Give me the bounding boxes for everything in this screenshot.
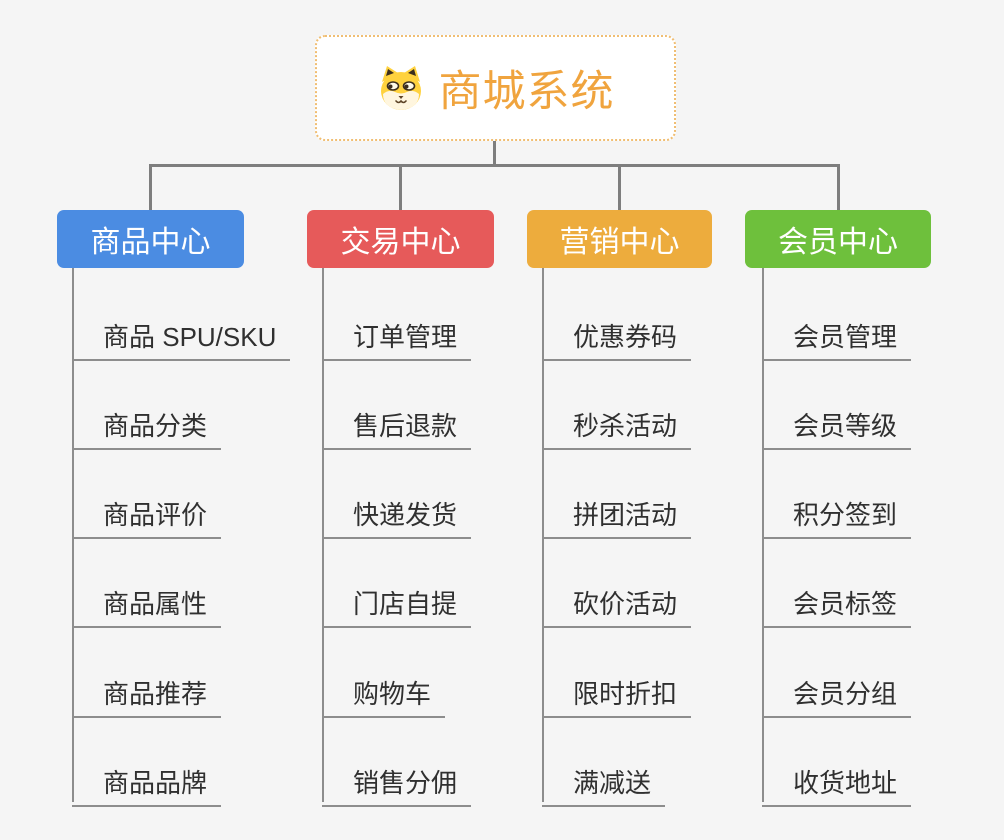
leaf-node[interactable]: 商品 SPU/SKU [72, 314, 291, 361]
leaf-node[interactable]: 拼团活动 [542, 492, 692, 539]
connector-branch-stub [399, 164, 402, 210]
leaf-node[interactable]: 快递发货 [322, 492, 472, 539]
leaf-node[interactable]: 购物车 [322, 671, 446, 718]
connector-horizontal [149, 164, 840, 167]
branch-label: 营销中心 [559, 226, 680, 259]
leaf-node[interactable]: 门店自提 [322, 581, 472, 628]
branch-label: 交易中心 [340, 226, 461, 259]
leaf-node[interactable]: 商品推荐 [72, 671, 222, 718]
root-node[interactable]: 商城系统 [315, 35, 676, 141]
branch-node-product-center[interactable]: 商品中心 [57, 210, 244, 268]
branch-label: 商品中心 [90, 226, 211, 259]
branch-node-member-center[interactable]: 会员中心 [745, 210, 931, 268]
leaf-node[interactable]: 会员分组 [762, 671, 912, 718]
leaf-node[interactable]: 优惠券码 [542, 314, 692, 361]
connector-root-stub [493, 141, 496, 165]
leaf-node[interactable]: 商品属性 [72, 581, 222, 628]
leaf-node[interactable]: 积分签到 [762, 492, 912, 539]
leaf-node[interactable]: 销售分佣 [322, 760, 472, 807]
leaf-node[interactable]: 商品品牌 [72, 760, 222, 807]
leaf-node[interactable]: 商品分类 [72, 403, 222, 450]
leaf-node[interactable]: 会员标签 [762, 581, 912, 628]
connector-trunk [762, 268, 764, 802]
leaf-node[interactable]: 商品评价 [72, 492, 222, 539]
leaf-node[interactable]: 收货地址 [762, 760, 912, 807]
leaf-node[interactable]: 售后退款 [322, 403, 472, 450]
leaf-node[interactable]: 会员等级 [762, 403, 912, 450]
leaf-node[interactable]: 秒杀活动 [542, 403, 692, 450]
connector-branch-stub [837, 164, 840, 210]
shiba-dog-icon [377, 64, 425, 112]
branch-label: 会员中心 [778, 226, 898, 259]
branch-node-trade-center[interactable]: 交易中心 [307, 210, 494, 268]
connector-branch-stub [618, 164, 621, 210]
leaf-node[interactable]: 满减送 [542, 760, 666, 807]
connector-trunk [542, 268, 544, 802]
leaf-node[interactable]: 订单管理 [322, 314, 472, 361]
leaf-node[interactable]: 会员管理 [762, 314, 912, 361]
leaf-node[interactable]: 砍价活动 [542, 581, 692, 628]
leaf-node[interactable]: 限时折扣 [542, 671, 692, 718]
connector-branch-stub [149, 164, 152, 210]
branch-node-marketing-center[interactable]: 营销中心 [527, 210, 712, 268]
root-title: 商城系统 [438, 68, 615, 116]
connector-trunk [72, 268, 74, 802]
connector-trunk [322, 268, 324, 802]
